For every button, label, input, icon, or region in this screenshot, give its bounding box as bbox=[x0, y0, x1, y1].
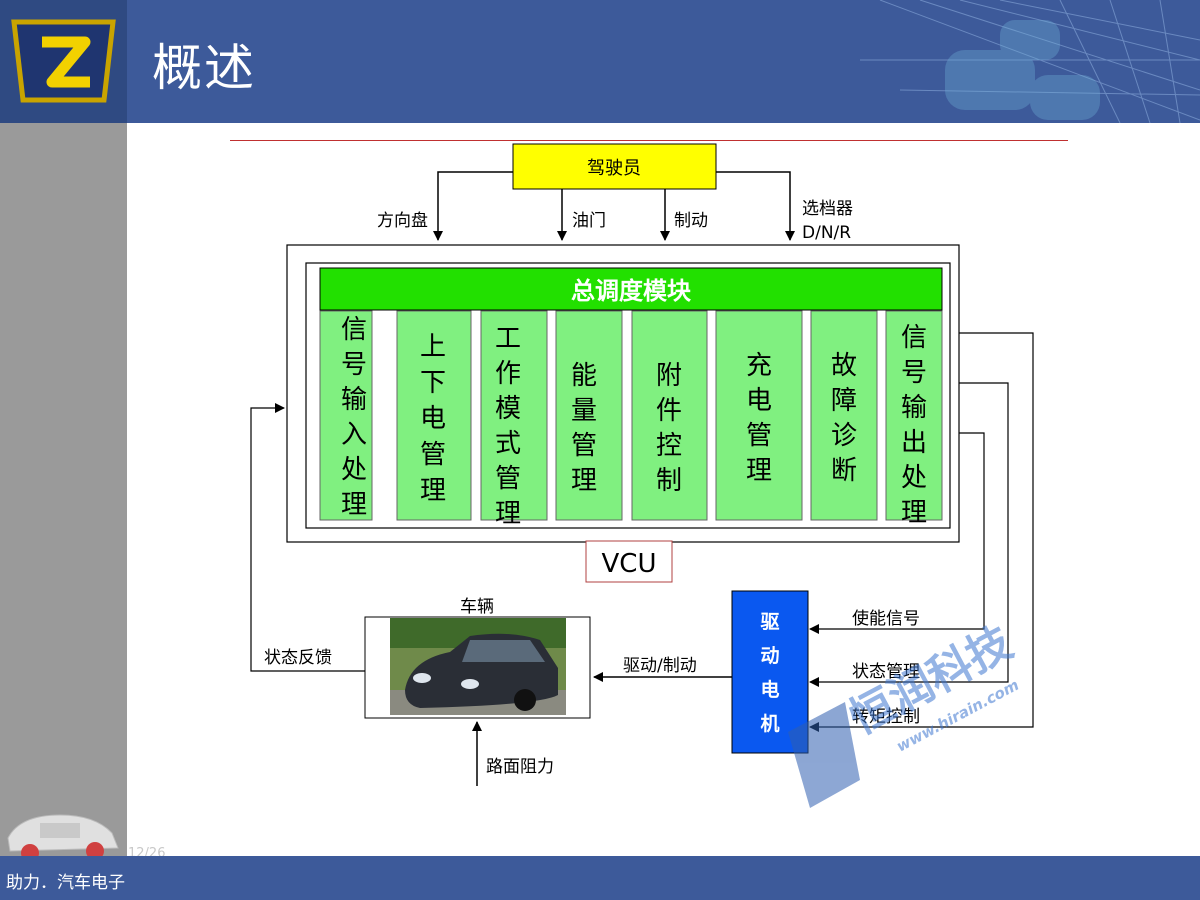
module-char: 充 bbox=[746, 351, 772, 381]
module-char: 理 bbox=[571, 466, 597, 496]
scheduler-bar bbox=[319, 267, 943, 311]
module-char: 信 bbox=[901, 323, 927, 353]
vehicle-photo bbox=[390, 618, 566, 715]
module-char: 信 bbox=[341, 315, 367, 345]
gear-selector-label: 选档器 bbox=[802, 199, 853, 219]
module-char: 理 bbox=[341, 490, 367, 520]
module-signal-output bbox=[885, 310, 943, 521]
module-char: 诊 bbox=[831, 421, 857, 451]
module-char: 工 bbox=[495, 324, 521, 354]
module-work-mode bbox=[480, 310, 548, 521]
footer-slogan: 助力．汽车电子 bbox=[6, 873, 125, 893]
module-char: 处 bbox=[341, 455, 367, 485]
motor-char: 驱 bbox=[760, 611, 779, 633]
company-logo bbox=[0, 0, 127, 123]
driver-box bbox=[512, 143, 717, 190]
drive-brake-label: 驱动/制动 bbox=[623, 656, 697, 676]
module-accessory bbox=[631, 310, 708, 521]
motor-char: 机 bbox=[760, 713, 779, 735]
module-char: 断 bbox=[831, 456, 857, 486]
motor-char: 动 bbox=[760, 645, 779, 667]
module-char: 输 bbox=[901, 393, 927, 423]
module-char: 理 bbox=[746, 456, 772, 486]
slide-footer bbox=[0, 856, 1200, 900]
title-divider bbox=[230, 140, 1068, 141]
module-char: 件 bbox=[656, 396, 682, 426]
vehicle-label: 车辆 bbox=[460, 597, 494, 617]
module-char: 作 bbox=[495, 359, 521, 389]
header-decoration bbox=[860, 0, 1200, 123]
module-char: 故 bbox=[831, 351, 857, 381]
module-char: 输 bbox=[341, 385, 367, 415]
module-char: 管 bbox=[571, 431, 597, 461]
module-char: 电 bbox=[746, 386, 772, 416]
module-char: 号 bbox=[341, 350, 367, 380]
module-char: 模 bbox=[495, 394, 521, 424]
module-char: 下 bbox=[420, 368, 446, 398]
module-power-up-down bbox=[396, 310, 472, 521]
module-char: 处 bbox=[901, 463, 927, 493]
driver-label: 驾驶员 bbox=[587, 158, 641, 179]
scheduler-label: 总调度模块 bbox=[571, 277, 691, 305]
module-char: 量 bbox=[571, 396, 597, 426]
road-resistance-label: 路面阻力 bbox=[486, 757, 554, 777]
gear-modes-label: D/N/R bbox=[802, 223, 851, 243]
slide-header: 概述 bbox=[0, 0, 1200, 123]
module-char: 入 bbox=[341, 420, 367, 450]
module-char: 出 bbox=[901, 428, 927, 458]
left-sidebar bbox=[0, 123, 127, 862]
module-char: 上 bbox=[420, 332, 446, 362]
watermark: 恒润科技 www.hirain.com bbox=[788, 617, 1022, 808]
drive-motor-box bbox=[731, 590, 809, 754]
vcu-label-box bbox=[585, 540, 673, 583]
module-char: 管 bbox=[420, 440, 446, 470]
module-char: 能 bbox=[571, 361, 597, 391]
vcu-label: VCU bbox=[602, 549, 657, 579]
steering-label: 方向盘 bbox=[377, 211, 428, 231]
enable-signal-label: 使能信号 bbox=[852, 608, 920, 629]
module-char: 管 bbox=[495, 464, 521, 494]
module-char: 理 bbox=[901, 498, 927, 528]
torque-control-label: 转矩控制 bbox=[852, 707, 920, 727]
module-columns bbox=[319, 310, 943, 521]
module-char: 理 bbox=[495, 499, 521, 529]
state-feedback-label: 状态反馈 bbox=[264, 648, 332, 668]
module-char: 控 bbox=[656, 431, 682, 461]
module-char: 号 bbox=[901, 358, 927, 388]
module-char: 制 bbox=[656, 466, 682, 496]
module-char: 电 bbox=[420, 404, 446, 434]
module-char: 障 bbox=[831, 386, 857, 416]
motor-char: 电 bbox=[760, 678, 779, 701]
throttle-label: 油门 bbox=[572, 211, 606, 231]
module-char: 附 bbox=[656, 361, 682, 391]
module-char: 式 bbox=[495, 429, 521, 459]
status-management-label: 状态管理 bbox=[852, 662, 920, 682]
module-fault-diagnosis bbox=[810, 310, 878, 521]
brake-label: 制动 bbox=[674, 211, 708, 231]
module-energy bbox=[555, 310, 623, 521]
slide-title: 概述 bbox=[152, 39, 256, 97]
module-char: 理 bbox=[420, 476, 446, 506]
module-charging bbox=[715, 310, 803, 521]
module-char: 管 bbox=[746, 421, 772, 451]
module-signal-input bbox=[319, 310, 373, 521]
